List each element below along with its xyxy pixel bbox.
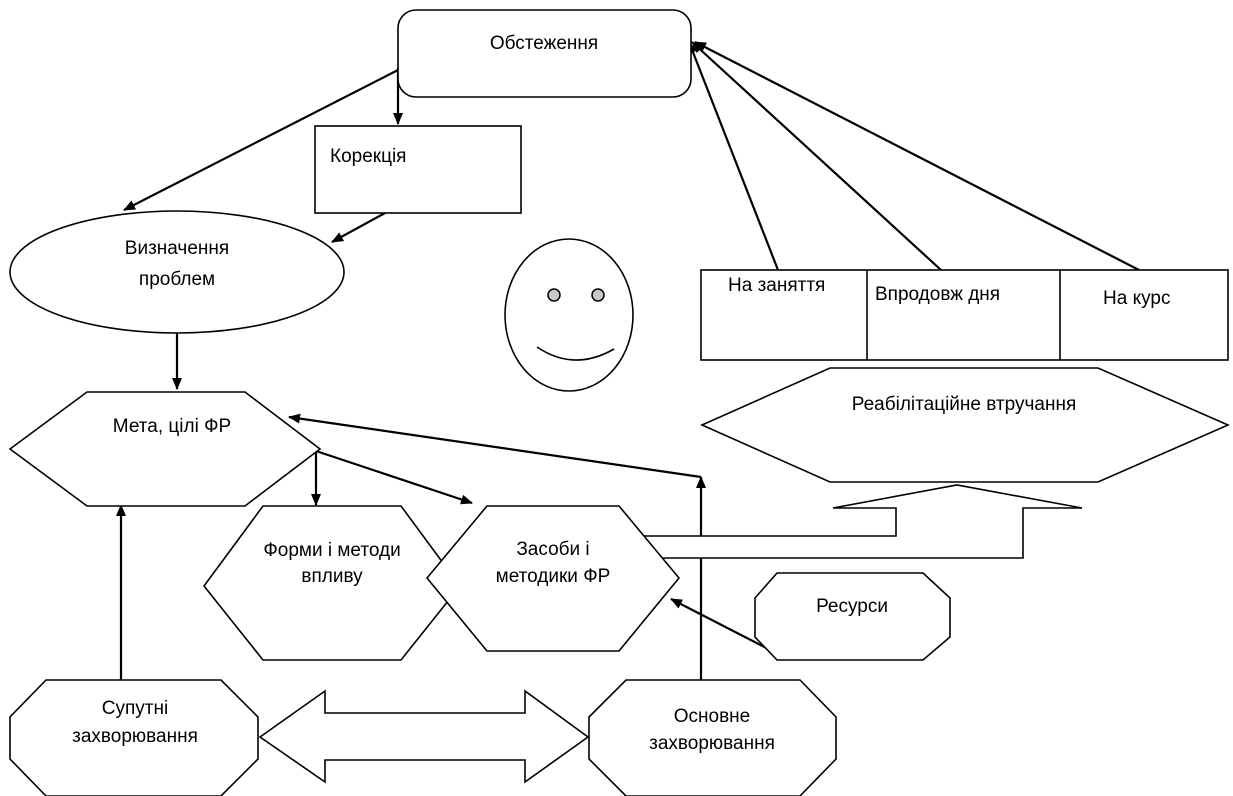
main-disease-label-line2: захворювання	[649, 733, 775, 754]
intervention-hexagon	[700, 367, 1230, 483]
means-label-line2: методики ФР	[496, 566, 611, 587]
arrow-exam-to-problems	[123, 69, 399, 211]
cell-course: На курс	[1103, 288, 1170, 309]
correction-label: Корекція	[330, 146, 406, 167]
cell-session: На заняття	[728, 275, 825, 296]
forms-label-line2: впливу	[301, 566, 363, 587]
smiley-face-icon	[504, 238, 634, 392]
arrow-resources-to-means	[670, 598, 779, 655]
goals-label: Мета, цілі ФР	[113, 416, 231, 437]
intervention-label: Реабілітаційне втручання	[852, 394, 1076, 415]
comorbid-octagon	[9, 679, 259, 796]
resources-label: Ресурси	[816, 596, 888, 617]
cell-during-day: Впродовж дня	[875, 284, 1000, 305]
forms-label-line1: Форми і методи	[263, 540, 400, 561]
problems-label-line2: проблем	[139, 269, 215, 290]
arrow-correction-to-problems	[331, 212, 386, 243]
block-arrow-to-intervention	[644, 484, 1083, 559]
double-arrow	[258, 689, 590, 784]
timing-table	[700, 269, 1229, 361]
main-disease-label-line1: Основне	[674, 706, 751, 727]
arrow-to-goals	[288, 413, 702, 479]
examination-box	[397, 9, 692, 98]
main-disease-octagon	[588, 679, 837, 796]
examination-label: Обстеження	[490, 33, 598, 54]
problems-label-line1: Визначення	[125, 238, 229, 259]
problems-ellipse	[9, 210, 345, 334]
arrow-goals-to-means	[315, 449, 473, 505]
correction-box	[314, 125, 522, 214]
comorbid-label-line2: захворювання	[72, 726, 198, 747]
connectors	[116, 41, 1140, 680]
means-hexagon	[425, 505, 681, 652]
arrow-course-to-exam	[694, 41, 1140, 271]
goals-hexagon	[8, 391, 322, 507]
arrow-day-to-exam	[691, 41, 942, 271]
means-label-line1: Засоби і	[516, 539, 589, 560]
comorbid-label-line1: Супутні	[102, 698, 168, 719]
resources-octagon	[754, 572, 951, 661]
arrow-session-to-exam	[687, 41, 780, 271]
